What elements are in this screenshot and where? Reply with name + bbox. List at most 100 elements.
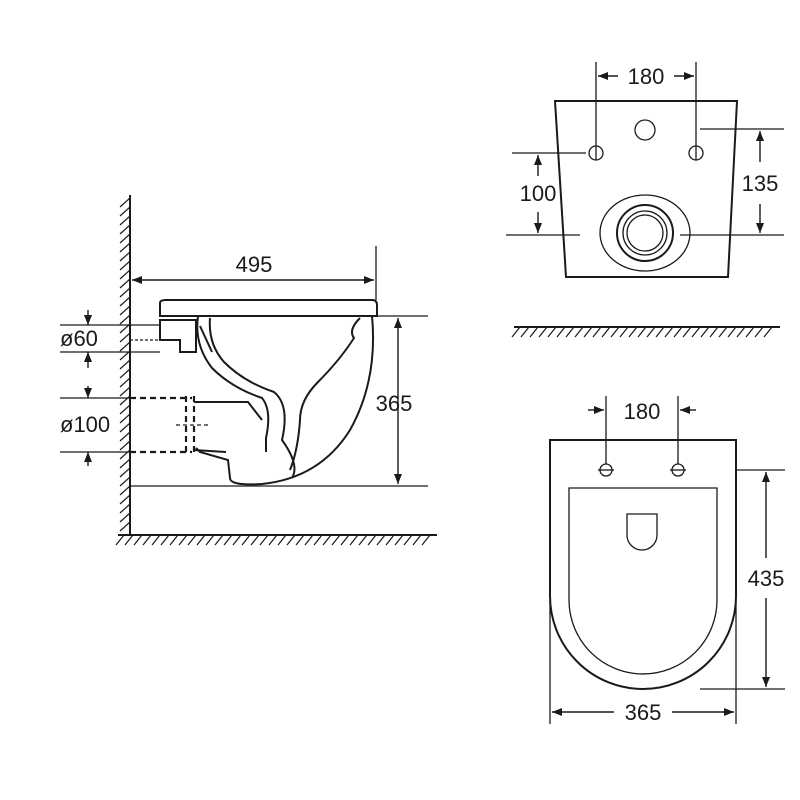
hatch-line — [142, 534, 152, 546]
hatch-line — [119, 422, 131, 433]
dimension-label: 100 — [520, 181, 557, 206]
hatch-line — [119, 458, 131, 469]
dimension-label: ø60 — [60, 326, 98, 351]
hatch-line — [673, 326, 683, 338]
hatch-line — [268, 534, 278, 546]
hatch-line — [169, 534, 179, 546]
hatch-line — [119, 341, 131, 352]
hatch-line — [119, 413, 131, 424]
hatch-line — [529, 326, 539, 338]
seat-inner-outline — [568, 487, 718, 675]
hatch-line — [547, 326, 557, 338]
hatch-line — [119, 467, 131, 478]
dimension-label: 495 — [236, 252, 273, 277]
hatch-line — [286, 534, 296, 546]
hatch-line — [259, 534, 269, 546]
hatch-line — [119, 485, 131, 496]
dimension-label: 365 — [625, 700, 662, 725]
dimension-bolt-spacing: 180 — [588, 399, 696, 424]
hatch-line — [403, 534, 413, 546]
hatch-line — [511, 326, 521, 338]
hatch-line — [394, 534, 404, 546]
hatch-line — [322, 534, 332, 546]
dimension-label: 135 — [742, 171, 779, 196]
hatch-line — [119, 206, 131, 217]
bolt-hole — [670, 463, 686, 477]
hatch-line — [178, 534, 188, 546]
hatch-line — [421, 534, 431, 546]
hatch-line — [304, 534, 314, 546]
floor-hatch — [115, 534, 431, 546]
hatch-line — [119, 278, 131, 289]
hatch-line — [119, 233, 131, 244]
dimension-inlet-diameter: ø60 — [60, 310, 160, 368]
hatch-line — [119, 332, 131, 343]
hatch-line — [119, 359, 131, 370]
top-view: 180 435 365 — [549, 396, 785, 725]
ground-line — [511, 326, 780, 338]
hatch-line — [119, 440, 131, 451]
hatch-line — [754, 326, 764, 338]
hatch-line — [196, 534, 206, 546]
hatch-line — [241, 534, 251, 546]
dimension-outlet-diameter: ø100 — [60, 386, 130, 466]
hatch-line — [119, 269, 131, 280]
hatch-line — [358, 534, 368, 546]
dimension-width-495: 495 — [132, 252, 374, 284]
bowl-top-outline — [549, 439, 737, 690]
bowl-inner-wall — [289, 317, 361, 471]
dimension-bolt-spacing: 180 — [598, 64, 694, 89]
hatch-line — [295, 534, 305, 546]
hatch-line — [160, 534, 170, 546]
hatch-line — [565, 326, 575, 338]
hatch-line — [119, 287, 131, 298]
hatch-line — [119, 215, 131, 226]
hatch-line — [610, 326, 620, 338]
hatch-line — [119, 224, 131, 235]
side-view: 495 365 ø60 ø100 — [60, 195, 437, 546]
toilet-bowl-outline — [160, 315, 375, 486]
hatch-line — [119, 242, 131, 253]
hatch-line — [601, 326, 611, 338]
hatch-line — [619, 326, 629, 338]
hatch-line — [376, 534, 386, 546]
hatch-line — [367, 534, 377, 546]
hatch-line — [151, 534, 161, 546]
ground-hatch — [511, 326, 773, 338]
hatch-line — [205, 534, 215, 546]
dimension-height-365: 365 — [376, 318, 412, 484]
hatch-line — [637, 326, 647, 338]
water-inlet — [130, 319, 213, 353]
hatch-line — [682, 326, 692, 338]
hatch-line — [119, 197, 131, 208]
hatch-line — [763, 326, 773, 338]
hatch-line — [313, 534, 323, 546]
dimension-length: 435 — [748, 472, 785, 687]
hatch-line — [700, 326, 710, 338]
dimension-label: ø100 — [60, 412, 110, 437]
wall — [119, 195, 131, 535]
hatch-line — [727, 326, 737, 338]
hatch-line — [119, 476, 131, 487]
hatch-line — [592, 326, 602, 338]
dimension-label: 435 — [748, 566, 785, 591]
outlet-hole — [599, 194, 691, 272]
hatch-line — [119, 251, 131, 262]
back-plate-outline — [553, 100, 739, 278]
hatch-line — [691, 326, 701, 338]
hatch-line — [119, 512, 131, 523]
floor — [115, 534, 437, 546]
inlet-hole — [634, 119, 656, 141]
hatch-line — [119, 296, 131, 307]
hatch-line — [115, 534, 125, 546]
bolt-hole — [598, 463, 614, 477]
hatch-line — [250, 534, 260, 546]
hatch-line — [119, 368, 131, 379]
hatch-line — [331, 534, 341, 546]
hatch-line — [277, 534, 287, 546]
hatch-line — [119, 494, 131, 505]
hatch-line — [583, 326, 593, 338]
dimension-bolt-height: 100 — [520, 155, 557, 233]
back-view: 180 100 135 — [506, 62, 784, 338]
hatch-line — [214, 534, 224, 546]
